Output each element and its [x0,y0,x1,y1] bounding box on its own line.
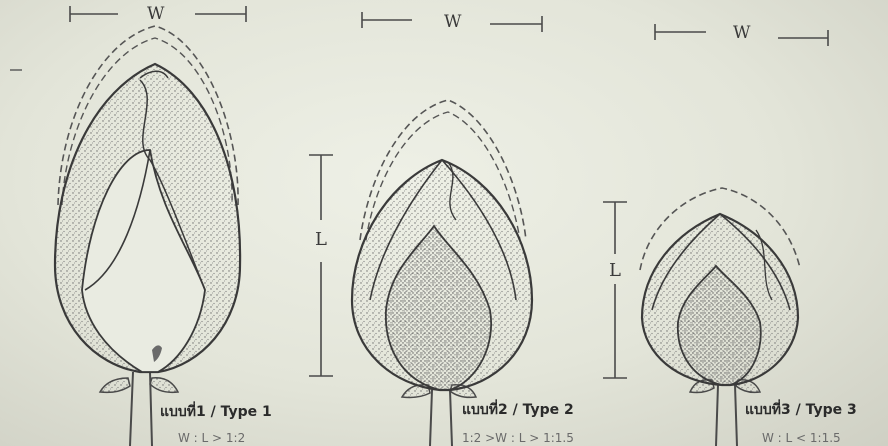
type-1-length-label: L [315,229,327,250]
type-2-length-label: L [609,260,621,281]
type-2-width-label: W [444,12,462,32]
type-3-width-label: W [733,23,751,43]
type-1-ratio: W : L > 1:2 [178,431,245,445]
type-2-bud-drawing: W แบบที่2 / Type 2 1:2 >W : L > 1:1.5 [352,12,574,446]
type-2-caption: แบบที่2 / Type 2 [462,399,574,418]
type-3-bud-drawing: W แบบที่3 / Type 3 W : L < 1:1.5 [640,23,857,446]
type-1-bud-drawing: W แบบที่1 / Type 1 W : L > 1:2 [55,4,272,446]
type-3-caption: แบบที่3 / Type 3 [745,399,857,418]
type-1-width-label: W [147,4,165,24]
type-2-ratio: 1:2 >W : L > 1:1.5 [462,431,574,445]
type-2-length-bracket [603,202,627,378]
type-1-caption: แบบที่1 / Type 1 [160,401,272,420]
type-3-ratio: W : L < 1:1.5 [762,431,841,445]
type-1-length-bracket [309,155,333,376]
